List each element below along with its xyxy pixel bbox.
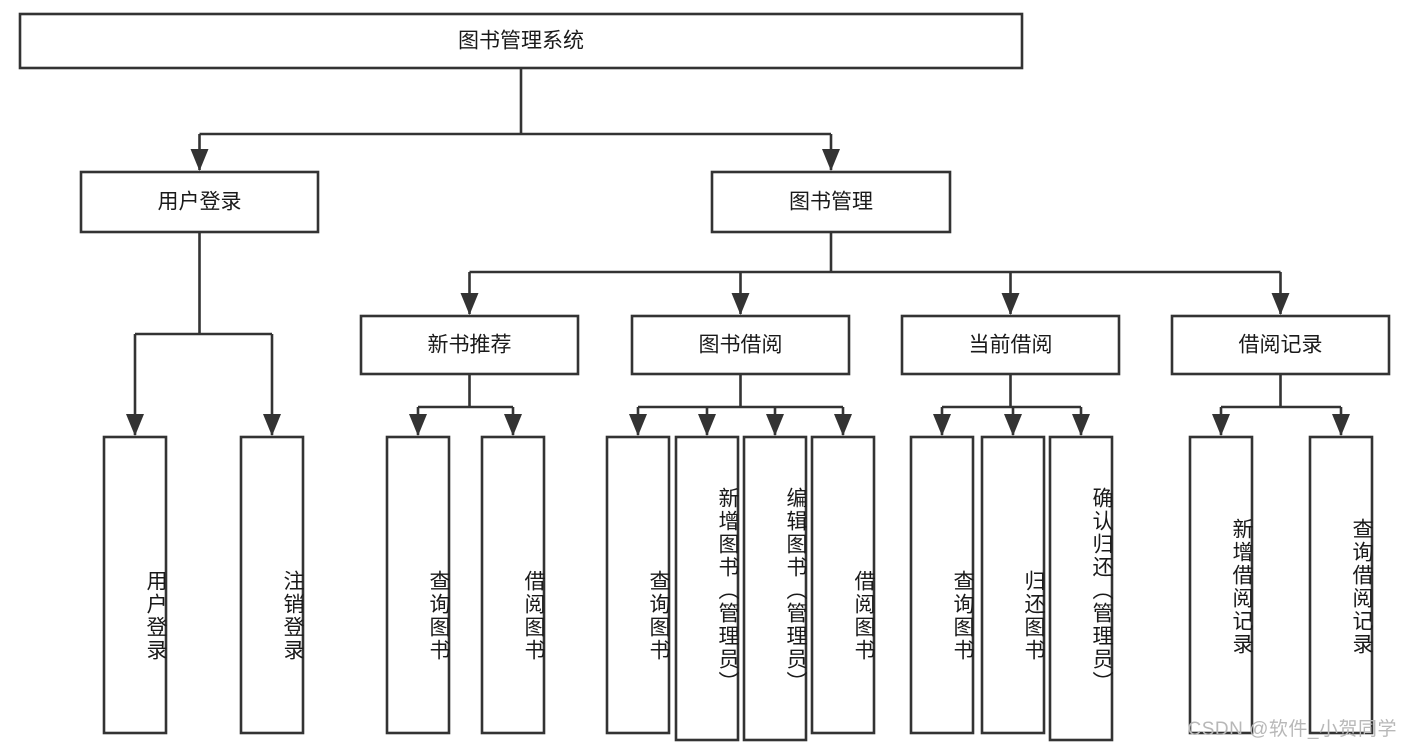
- node-leaf-归还图书[interactable]: [980, 435, 1046, 735]
- node-label: 图书借阅: [699, 334, 783, 357]
- node-l1-图书管理[interactable]: 图书管理: [710, 170, 952, 234]
- node-leaf-确认归还（管理员）[interactable]: [1048, 435, 1114, 742]
- edge-l2-3-arrowhead-1: [1332, 414, 1350, 436]
- edge-l2-0-arrowhead-1: [504, 414, 522, 436]
- edge-l2-1-arrowhead-2: [766, 414, 784, 436]
- node-l2-新书推荐[interactable]: 新书推荐: [359, 314, 580, 376]
- node-l2-借阅记录[interactable]: 借阅记录: [1170, 314, 1391, 376]
- edge-user-login-arrowhead-0: [126, 414, 144, 436]
- node-leaf-借阅图书[interactable]: [810, 435, 876, 735]
- node-l2-当前借阅[interactable]: 当前借阅: [900, 314, 1121, 376]
- node-label: 当前借阅: [969, 334, 1053, 357]
- edge-l2-2-arrowhead-2: [1072, 414, 1090, 436]
- node-leaf-注销登录[interactable]: [239, 435, 305, 735]
- node-label: 图书管理: [789, 191, 873, 214]
- node-l2-图书借阅[interactable]: 图书借阅: [630, 314, 851, 376]
- edge-l2-2-arrowhead-0: [933, 414, 951, 436]
- node-root-图书管理系统[interactable]: 图书管理系统: [18, 12, 1024, 70]
- edge-book-mgmt-arrowhead-2: [1001, 293, 1020, 315]
- edge-l2-1-arrowhead-3: [834, 414, 852, 436]
- edge-l2-0-arrowhead-0: [409, 414, 427, 436]
- edge-book-mgmt-arrowhead-1: [731, 293, 750, 315]
- node-leaf-借阅图书[interactable]: [480, 435, 546, 735]
- node-leaf-查询图书[interactable]: [385, 435, 451, 735]
- node-l1-用户登录[interactable]: 用户登录: [79, 170, 320, 234]
- node-leaf-查询图书[interactable]: [605, 435, 671, 735]
- connector-layer: [126, 68, 1350, 436]
- node-leaf-新增借阅记录[interactable]: [1188, 435, 1254, 735]
- edge-user-login-arrowhead-1: [263, 414, 281, 436]
- edge-root-arrowhead-0: [190, 149, 209, 171]
- node-label: 新书推荐: [428, 334, 512, 357]
- edge-book-mgmt-arrowhead-3: [1271, 293, 1290, 315]
- edge-root-arrowhead-1: [822, 149, 840, 171]
- node-leaf-用户登录[interactable]: [102, 435, 168, 735]
- node-label: 借阅记录: [1239, 334, 1323, 357]
- edge-book-mgmt-arrowhead-0: [460, 293, 479, 315]
- edge-l2-2-arrowhead-1: [1004, 414, 1022, 436]
- node-label: 用户登录: [158, 191, 242, 214]
- node-leaf-查询借阅记录[interactable]: [1308, 435, 1374, 735]
- watermark: CSDN @软件_小贺同学: [1187, 719, 1397, 740]
- edge-l2-1-arrowhead-1: [698, 414, 716, 436]
- edge-l2-3-arrowhead-0: [1212, 414, 1230, 436]
- edge-l2-1-arrowhead-0: [629, 414, 647, 436]
- node-leaf-新增图书（管理员）[interactable]: [674, 435, 740, 742]
- node-label: 图书管理系统: [458, 30, 584, 53]
- node-leaf-查询图书[interactable]: [909, 435, 975, 735]
- node-leaf-编辑图书（管理员）[interactable]: [742, 435, 808, 742]
